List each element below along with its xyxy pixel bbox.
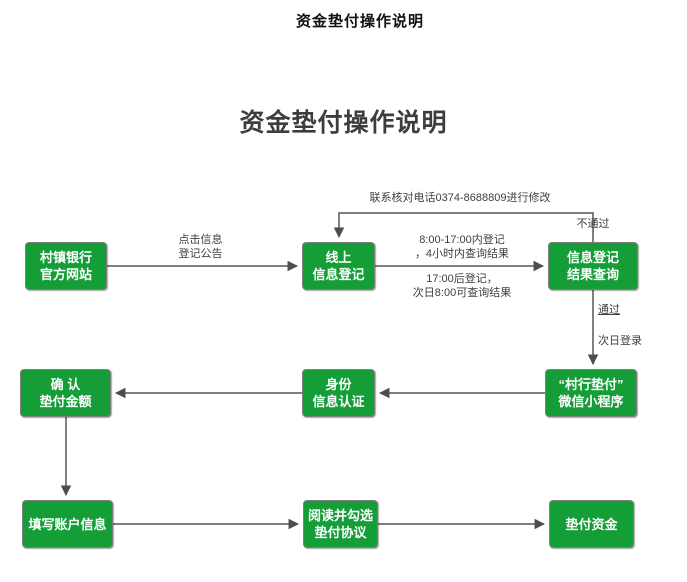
node-registration-result: 信息登记 结果查询 [548,242,638,290]
label-register-evening: 17:00后登记， 次日8:00可查询结果 [412,273,512,299]
main-title: 资金垫付操作说明 [239,109,448,137]
node-bank-website: 村镇银行 官方网站 [25,242,107,290]
label-fail: 不通过 [576,218,610,230]
label-pass: 通过 [598,304,620,316]
page-title: 资金垫付操作说明 [295,13,424,30]
node-advance-funds: 垫付资金 [549,500,634,548]
label-next-day-login: 次日登录 [598,335,642,347]
node-online-registration: 线上 信息登记 [302,242,375,290]
node-identity-verification: 身份 信息认证 [302,369,375,417]
label-click-notice: 点击信息 登记公告 [178,234,223,260]
node-confirm-amount: 确 认 垫付金额 [20,369,111,417]
node-read-agreement: 阅读并勾选 垫付协议 [303,500,378,548]
label-register-daytime: 8:00-17:00内登记 ，4小时内查询结果 [414,234,510,260]
label-contact-phone: 联系核对电话0374-8688809进行修改 [369,192,551,204]
node-fill-account: 填写账户信息 [22,500,113,548]
node-wechat-miniprogram: “村行垫付” 微信小程序 [545,369,637,417]
